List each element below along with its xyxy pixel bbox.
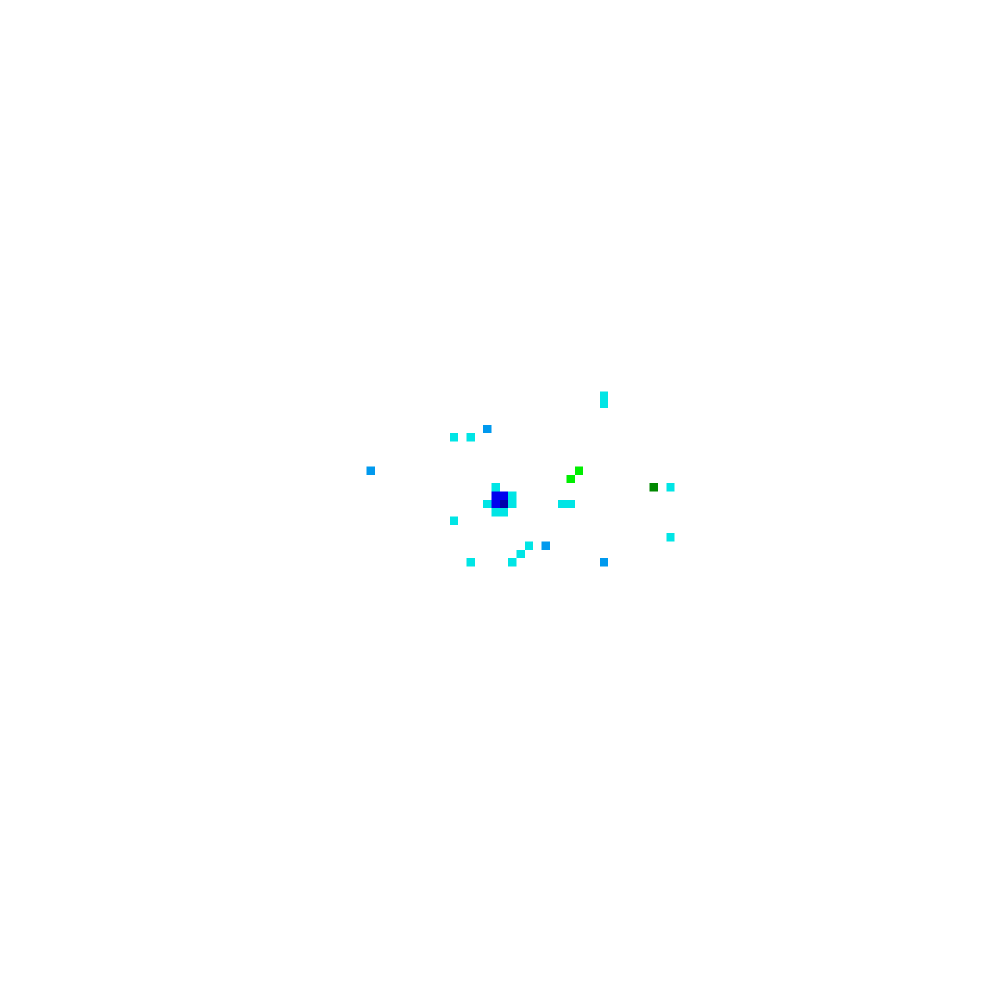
heatmap-cell [508, 558, 517, 567]
heatmap-cell [599, 391, 609, 400]
heatmap-cell [599, 399, 609, 409]
heatmap-cell [449, 433, 459, 442]
heatmap-cell [666, 483, 675, 492]
heatmap-cell [499, 491, 509, 500]
heatmap-cell [449, 516, 459, 525]
heatmap-cell [466, 433, 475, 442]
heatmap-cell [574, 466, 584, 475]
heatmap-cell [366, 466, 375, 475]
heatmap-cell [524, 541, 534, 550]
heatmap-cell [499, 499, 509, 509]
heatmap-cell [649, 483, 659, 492]
heatmap-cell [558, 499, 567, 509]
heatmap-cell [599, 558, 609, 567]
heatmap-cell [516, 549, 525, 559]
heatmap-cell [666, 533, 675, 542]
heatmap-cell [483, 499, 492, 509]
heatmap-cell [491, 499, 500, 509]
heatmap-cell [491, 483, 500, 492]
heatmap-cell [508, 491, 517, 500]
heatmap-cell [566, 474, 575, 484]
heatmap-cell [499, 508, 509, 517]
heatmap-cell [566, 499, 575, 509]
heatmap-cell [508, 499, 517, 509]
heatmap-cell [483, 424, 492, 434]
heatmap-cell [541, 541, 550, 550]
heatmap-cell [466, 558, 475, 567]
heatmap-cell [491, 508, 500, 517]
heatmap-cell [491, 491, 500, 500]
